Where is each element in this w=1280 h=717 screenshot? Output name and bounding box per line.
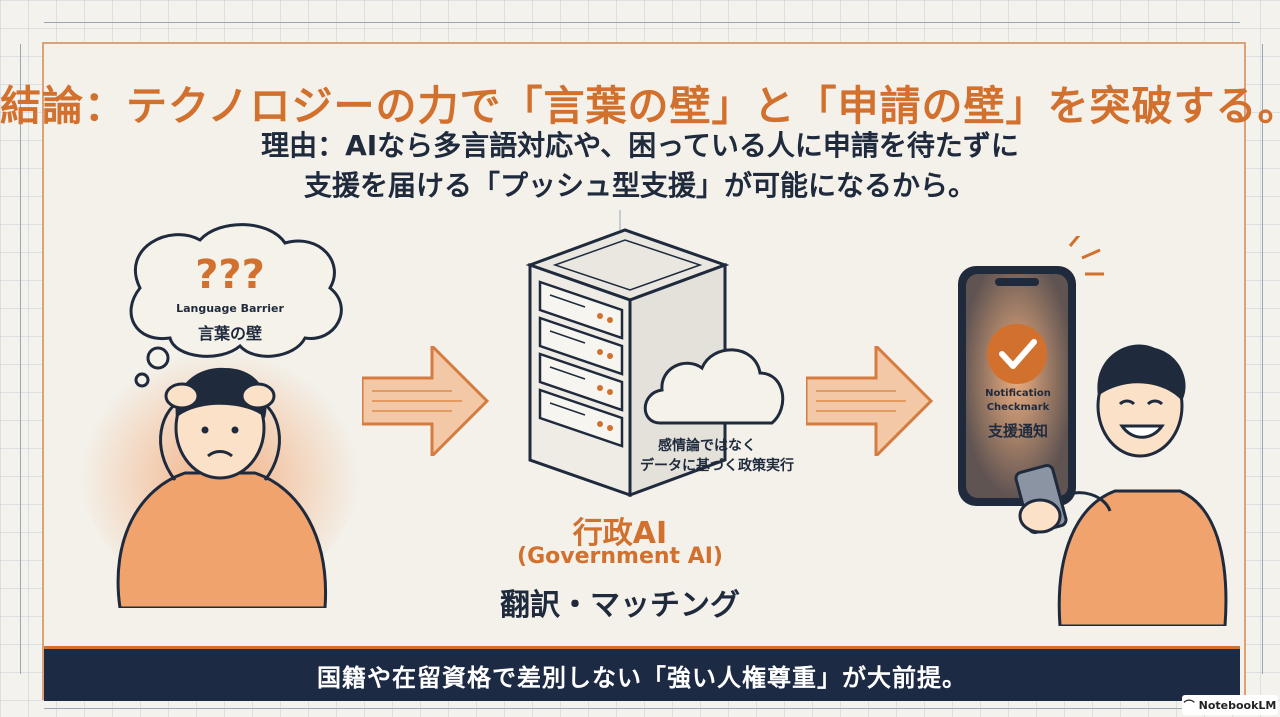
top-dimension-line — [44, 22, 1240, 23]
checkmark-icon — [987, 324, 1047, 384]
watermark-text: NotebookLM — [1198, 698, 1277, 712]
bubble-label-jp: 言葉の壁 — [197, 324, 262, 343]
bottom-dimension-line — [44, 708, 1240, 709]
footer-text: 国籍や在留資格で差別しない「強い人権尊重」が大前提。 — [317, 663, 967, 692]
server-note-line-1: 感情論ではなく — [658, 438, 756, 454]
left-dimension-line — [20, 44, 21, 674]
bubble-label-en: Language Barrier — [176, 302, 284, 315]
cloud-icon — [643, 348, 785, 425]
footer-banner: 国籍や在留資格で差別しない「強い人権尊重」が大前提。 — [44, 646, 1240, 701]
notification-label-en-1: Notification — [985, 388, 1051, 399]
government-ai-label-en: (Government AI) — [517, 544, 723, 569]
notebooklm-watermark: ⌒ NotebookLM — [1182, 695, 1278, 715]
page-title: 結論：テクノロジーの力で「言葉の壁」と「申請の壁」を突破する。 — [0, 82, 1280, 130]
government-ai-label: 行政AI — [572, 516, 668, 551]
notification-label-jp: 支援通知 — [987, 422, 1048, 440]
server-note-line-2: データに基づく政策実行 — [640, 458, 794, 474]
reason-line-1: 理由：AIなら多言語対応や、困っている人に申請を待たずに — [261, 129, 1019, 162]
notebooklm-logo-icon: ⌒ — [1183, 699, 1195, 712]
arrow-right-icon — [806, 346, 934, 456]
smartphone-icon — [958, 236, 1228, 626]
translation-matching-label: 翻訳・マッチング — [500, 588, 740, 623]
happy-person-icon — [1014, 344, 1228, 626]
notification-label-en-2: Checkmark — [986, 402, 1050, 413]
confused-person-icon — [80, 223, 360, 608]
thought-bubble-icon — [129, 223, 343, 388]
right-dimension-line — [1262, 44, 1263, 674]
server-icon — [525, 210, 730, 498]
reason-line-2: 支援を届ける「プッシュ型支援」が可能になるから。 — [303, 169, 976, 202]
arrow-right-icon — [362, 346, 490, 456]
question-marks: ??? — [195, 252, 265, 298]
